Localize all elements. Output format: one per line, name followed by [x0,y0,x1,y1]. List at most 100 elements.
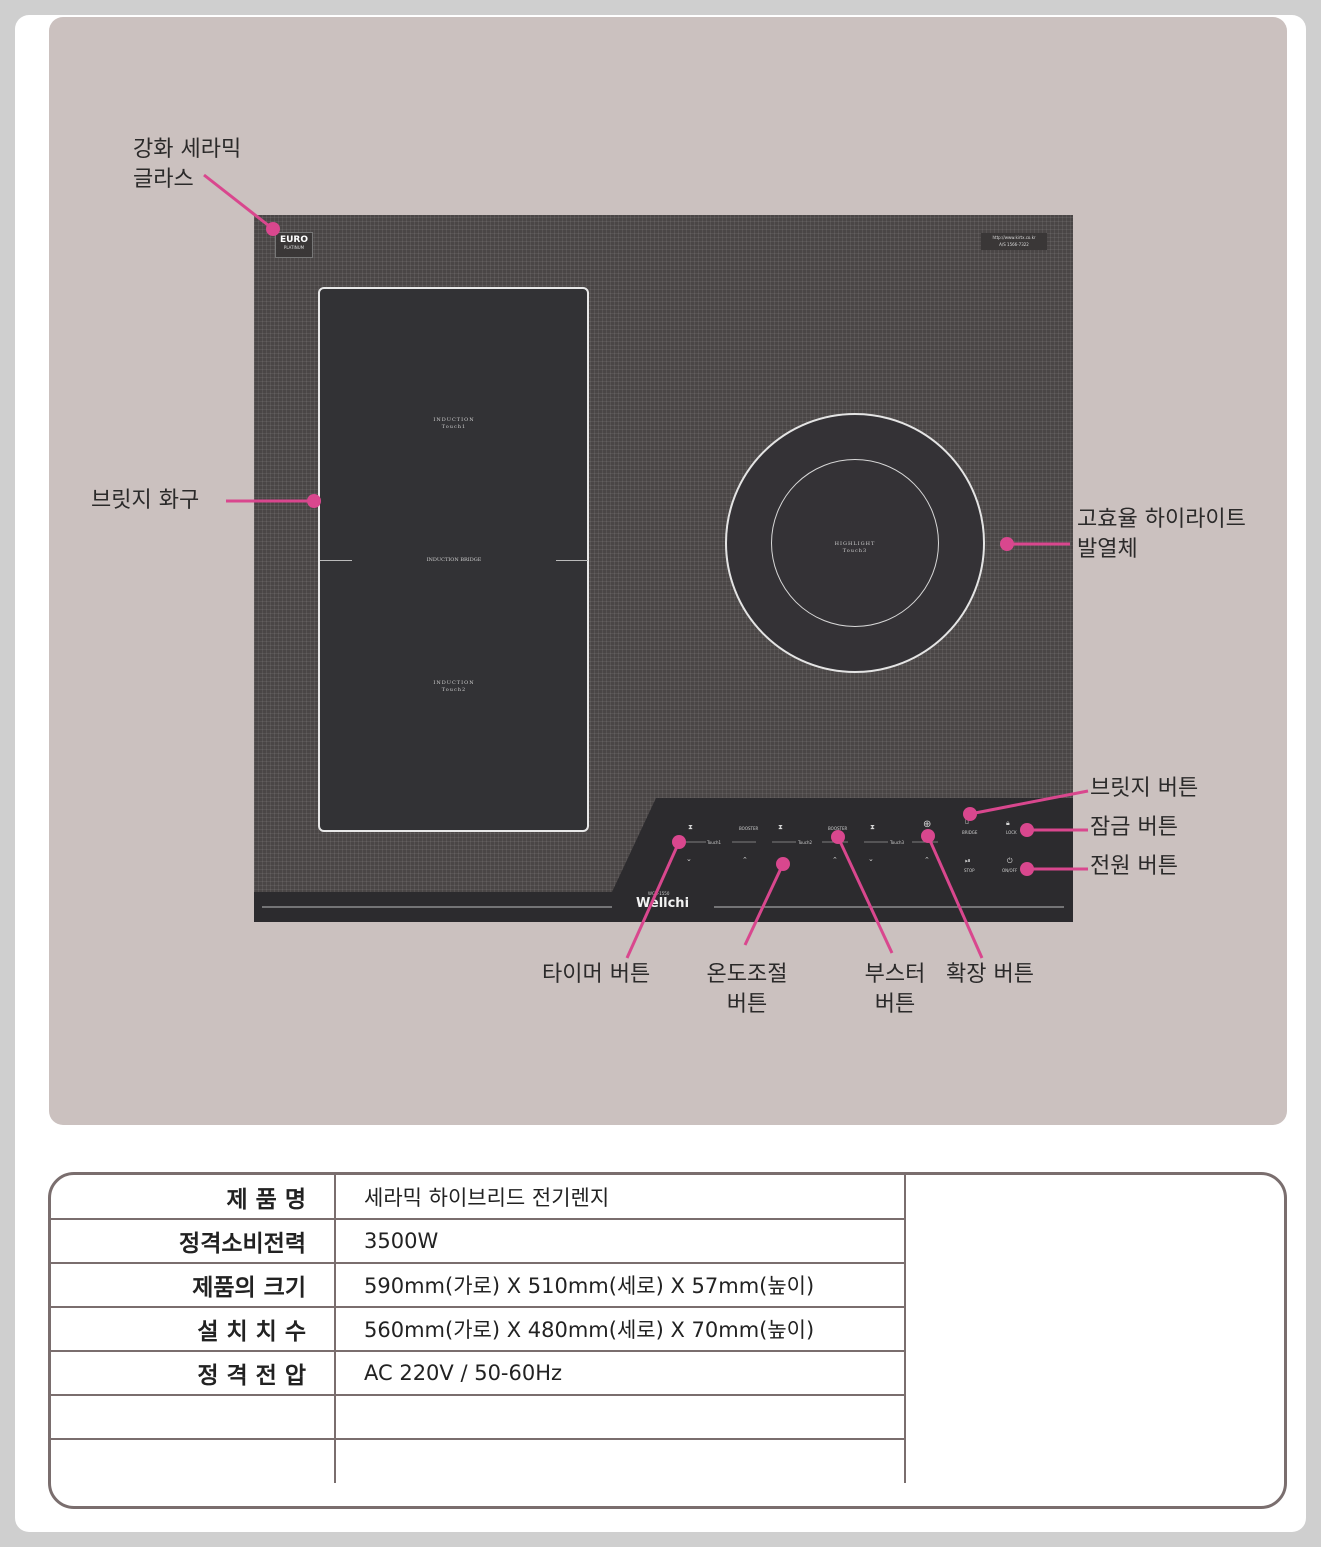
spec-value: 560mm(가로) X 480mm(세로) X 70mm(높이) [335,1307,906,1352]
service-info-box: http://www.kirtx.co.kr A/S 1566-7322 [981,233,1047,250]
spec-value: 세라믹 하이브리드 전기렌지 [335,1175,906,1220]
stop-icon[interactable]: ⏯︎ [965,857,971,865]
callout-booster-button: 부스터 버튼 [850,960,940,1020]
spec-value: 3500W [335,1219,906,1264]
dot-lock-button [1020,823,1034,837]
callout-glass-line1: 강화 세라믹 [133,137,242,162]
touch3-label: Touch3 [890,840,905,845]
up-arrow-icon-2[interactable]: ⌃ [832,856,838,864]
zone-highlight-sub: Touch3 [842,548,868,554]
spec-table: 제 품 명 세라믹 하이브리드 전기렌지 정격소비전력 3500W 제품의 크기… [51,1175,906,1483]
callout-highlight-line1: 고효율 하이라이트 [1077,507,1246,532]
callout-timer-button: 타이머 버튼 [542,962,651,987]
callout-bridge-button: 브릿지 버튼 [1090,776,1199,801]
stop-btn-label[interactable]: STOP [964,868,975,873]
table-row: 제 품 명 세라믹 하이브리드 전기렌지 [51,1175,906,1220]
zone-label-highlight: HIGHLIGHT Touch3 [755,541,955,555]
bridge-btn-label[interactable]: BRIDGE [962,830,978,835]
timer-icon-1[interactable]: ⧗ [688,823,693,831]
zone-top-sub: Touch1 [441,424,467,430]
timer-icon-3[interactable]: ⧗ [870,823,875,831]
euro-platinum-badge: EURO PLATINUM [275,232,313,258]
timer-icon-2[interactable]: ⧗ [778,823,783,831]
table-row [51,1395,906,1440]
bridge-burner-zone [318,287,589,832]
table-row: 정 격 전 압 AC 220V / 50-60Hz [51,1351,906,1396]
spec-value [335,1395,906,1440]
dot-highlight [1000,537,1014,551]
leader-glass [203,173,274,231]
up-arrow-icon-1[interactable]: ⌃ [742,856,748,864]
spec-label: 설 치 치 수 [51,1307,336,1352]
zone-label-top: INDUCTION Touch1 [354,417,554,431]
dot-bridge-button [963,807,977,821]
touch2-label: Touch2 [798,840,813,845]
down-arrow-icon-1[interactable]: ⌄ [686,855,692,863]
spec-table-frame: 제 품 명 세라믹 하이브리드 전기렌지 정격소비전력 3500W 제품의 크기… [48,1172,1287,1509]
spec-label: 제품의 크기 [51,1263,336,1308]
leader-bridge-button [969,789,1089,816]
leader-timer [625,841,681,959]
spec-label: 정격소비전력 [51,1219,336,1264]
spec-label [51,1395,336,1440]
touch1-label: Touch1 [707,840,722,845]
dot-timer [672,835,686,849]
expand-icon[interactable]: ⊕ [923,819,932,830]
dot-booster [831,830,845,844]
spec-value [335,1439,906,1483]
power-icon[interactable]: ⏻︎ [1007,857,1013,865]
table-row [51,1439,906,1483]
callout-bridge-burner: 브릿지 화구 [91,488,200,513]
callout-expand-button: 확장 버튼 [946,962,1034,987]
leader-temp [743,863,785,946]
highlight-burner-inner [771,459,939,627]
leader-expand [926,835,984,959]
bridge-label: INDUCTION BRIDGE [426,557,482,563]
booster-label-1[interactable]: BOOSTER [739,826,759,831]
callout-power-button: 전원 버튼 [1090,854,1178,879]
service-phone: A/S 1566-7322 [999,242,1029,247]
callout-temp-button: 온도조절 버튼 [697,960,797,1020]
zone-bottom-sub: Touch2 [441,687,467,693]
table-row: 설 치 치 수 560mm(가로) X 480mm(세로) X 70mm(높이) [51,1307,906,1352]
dot-glass [266,222,280,236]
model-number: WCH-1550 [648,891,670,896]
lock-btn-label[interactable]: LOCK [1006,830,1017,835]
callout-temp-line1: 온도조절 [706,962,788,987]
down-arrow-icon-3[interactable]: ⌄ [868,855,874,863]
up-arrow-icon-3[interactable]: ⌃ [924,856,930,864]
dot-temp [776,857,790,871]
callout-lock-button: 잠금 버튼 [1090,815,1178,840]
zone-top-title: INDUCTION [433,417,475,423]
service-url: http://www.kirtx.co.kr [992,235,1036,240]
callout-booster-line2: 버튼 [874,992,916,1017]
dot-power-button [1020,862,1034,876]
bridge-divider-right [556,560,588,561]
callout-tempered-glass: 강화 세라믹 글라스 [133,135,241,195]
table-row: 정격소비전력 3500W [51,1219,906,1264]
callout-temp-line2: 버튼 [726,992,768,1017]
spec-label [51,1439,336,1483]
badge-line2: PLATINUM [283,245,305,250]
zone-label-bottom: INDUCTION Touch2 [354,680,554,694]
callout-highlight-heater: 고효율 하이라이트 발열체 [1077,505,1246,565]
lock-icon[interactable]: 🔒︎ [1006,819,1010,827]
callout-booster-line1: 부스터 [864,962,926,987]
callout-highlight-line2: 발열체 [1077,537,1138,562]
bridge-icon[interactable]: ▯ [965,817,969,825]
dot-expand [921,829,935,843]
badge-line1: EURO [279,235,309,245]
zone-highlight-title: HIGHLIGHT [834,541,876,547]
leader-booster [836,836,894,954]
zone-bottom-title: INDUCTION [433,680,475,686]
spec-value: AC 220V / 50-60Hz [335,1351,906,1396]
table-row: 제품의 크기 590mm(가로) X 510mm(세로) X 57mm(높이) [51,1263,906,1308]
power-btn-label[interactable]: ON/OFF [1002,868,1018,873]
spec-value: 590mm(가로) X 510mm(세로) X 57mm(높이) [335,1263,906,1308]
callout-glass-line2: 글라스 [133,167,194,192]
booster-label-2[interactable]: BOOSTER [828,826,848,831]
spec-label: 제 품 명 [51,1175,336,1220]
dot-bridge-burner [307,494,321,508]
spec-label: 정 격 전 압 [51,1351,336,1396]
